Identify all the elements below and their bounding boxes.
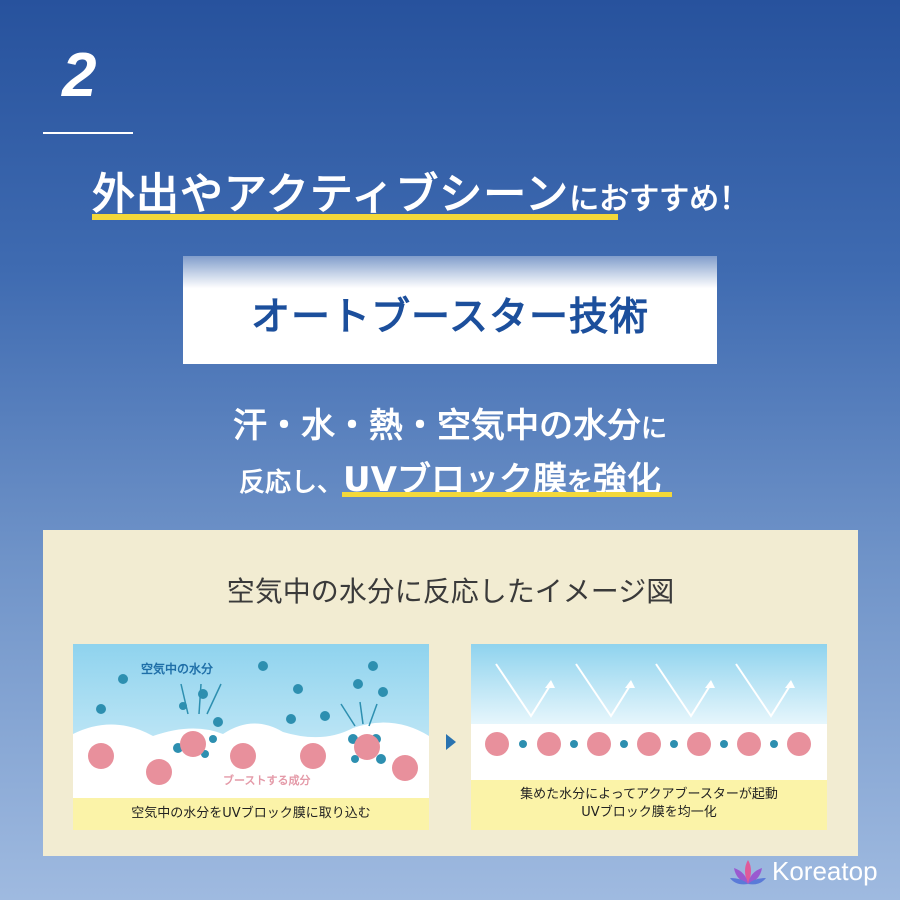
subline-2-part1: 反応し、: [239, 468, 344, 498]
diagram-2-caption: 集めた水分によってアクアブースターが起動 UVブロック膜を均一化: [471, 780, 827, 830]
brand-name: Koreatop: [772, 856, 878, 886]
lotus-icon: [730, 860, 766, 885]
step-number-underline: [43, 132, 133, 134]
play-arrow-icon: [446, 734, 456, 750]
headline-highlight: [92, 214, 618, 220]
diagram-uv-film: 集めた水分によってアクアブースターが起動 UVブロック膜を均一化: [471, 644, 827, 830]
subline-2-highlight: [342, 492, 672, 497]
diagram-2-caption-line2: UVブロック膜を均一化: [581, 805, 717, 820]
subline-1-main: 汗・水・熱・空気中の水分: [232, 406, 641, 446]
boost-component-label: ブーストする成分: [223, 774, 311, 787]
diagram-1-caption: 空気中の水分をUVブロック膜に取り込む: [73, 798, 429, 830]
moisture-label: 空気中の水分: [141, 662, 214, 676]
diagram-2-caption-line1: 集めた水分によってアクアブースターが起動: [520, 787, 778, 802]
step-number: 2: [62, 41, 97, 110]
panel-title: 空気中の水分に反応したイメージ図: [226, 575, 675, 608]
headline: 外出やアクティブシーンにおすすめ！: [92, 160, 749, 222]
tech-name: オートブースター技術: [250, 295, 650, 340]
subline-1-tail: に: [640, 414, 667, 444]
headline-suffix: におすすめ！: [569, 182, 750, 217]
subline-1: 汗・水・熱・空気中の水分に: [0, 398, 900, 447]
headline-main: 外出やアクティブシーン: [92, 170, 570, 220]
diagram-moisture-absorb: 空気中の水分 ブーストする成分 空気中の水分をUVブロック膜に取り込む: [73, 644, 429, 830]
image-panel: 空気中の水分に反応したイメージ図: [43, 530, 858, 856]
tech-name-box: オートブースター技術: [183, 256, 717, 364]
brand-logo: Koreatop: [728, 852, 888, 892]
